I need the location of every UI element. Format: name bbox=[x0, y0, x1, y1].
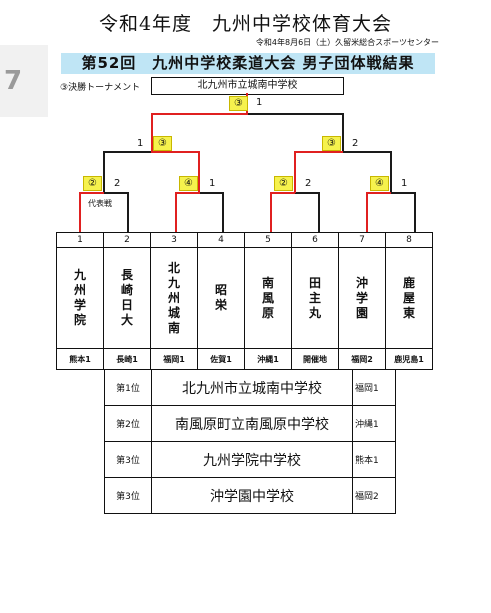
semi-right-team-b-score: 2 bbox=[352, 138, 359, 149]
semi-right-team-a-score: ③ bbox=[322, 136, 341, 151]
team-number: 3 bbox=[150, 232, 198, 248]
school-name: 九州学院中学校 bbox=[151, 441, 353, 478]
qf2-right-score: 1 bbox=[209, 178, 216, 189]
team-number: 5 bbox=[244, 232, 292, 248]
team-prefecture: 開催地 bbox=[291, 348, 339, 370]
team-prefecture: 福岡2 bbox=[338, 348, 386, 370]
team-number: 8 bbox=[385, 232, 433, 248]
team-number: 2 bbox=[103, 232, 151, 248]
team-name: 九州学院 bbox=[73, 268, 86, 327]
representative-match-note: 代表戦 bbox=[88, 199, 112, 208]
team-number: 1 bbox=[56, 232, 104, 248]
semi-left-team-a-score: 1 bbox=[137, 138, 144, 149]
team-name: 沖学園 bbox=[355, 275, 368, 320]
team-table: 1 2 3 4 5 6 7 8 九州学院 長崎日大 北九州城南 昭栄 南風原 田… bbox=[56, 232, 433, 370]
team-name: 昭栄 bbox=[214, 283, 227, 312]
page-tab bbox=[0, 45, 48, 117]
page-title: 令和4年度 九州中学校体育大会 bbox=[98, 13, 393, 35]
rank-label: 第1位 bbox=[104, 369, 152, 406]
ranking-row: 第3位 沖学園中学校 福岡2 bbox=[104, 477, 396, 514]
team-prefecture: 長崎1 bbox=[103, 348, 151, 370]
team-prefecture: 鹿児島1 bbox=[385, 348, 433, 370]
team-name: 田主丸 bbox=[308, 275, 321, 320]
school-name: 沖学園中学校 bbox=[151, 477, 353, 514]
school-prefecture: 福岡2 bbox=[352, 477, 396, 514]
qf1-left-score: ② bbox=[83, 176, 102, 191]
team-prefecture: 熊本1 bbox=[56, 348, 104, 370]
school-name: 南風原町立南風原中学校 bbox=[151, 405, 353, 442]
page-number: 7 bbox=[4, 66, 23, 96]
team-prefecture: 佐賀1 bbox=[197, 348, 245, 370]
event-dateline: 令和4年8月6日（土）久留米総合スポーツセンター bbox=[255, 38, 439, 47]
team-number: 6 bbox=[291, 232, 339, 248]
qf1-right-score: 2 bbox=[114, 178, 121, 189]
semi-left-team-b-score: ③ bbox=[153, 136, 172, 151]
team-name: 南風原 bbox=[261, 275, 274, 320]
team-prefecture: 福岡1 bbox=[150, 348, 198, 370]
school-prefecture: 福岡1 bbox=[352, 369, 396, 406]
rank-label: 第3位 bbox=[104, 477, 152, 514]
ranking-row: 第3位 九州学院中学校 熊本1 bbox=[104, 441, 396, 478]
rank-label: 第3位 bbox=[104, 441, 152, 478]
ranking-row: 第1位 北九州市立城南中学校 福岡1 bbox=[104, 369, 396, 406]
team-name: 北九州城南 bbox=[167, 260, 180, 335]
final-right-score: 1 bbox=[256, 97, 263, 108]
rank-label: 第2位 bbox=[104, 405, 152, 442]
final-left-score: ③ bbox=[229, 96, 248, 111]
school-prefecture: 沖縄1 bbox=[352, 405, 396, 442]
school-prefecture: 熊本1 bbox=[352, 441, 396, 478]
qf3-left-score: ② bbox=[274, 176, 293, 191]
qf4-left-score: ④ bbox=[370, 176, 389, 191]
qf3-right-score: 2 bbox=[305, 178, 312, 189]
school-name: 北九州市立城南中学校 bbox=[151, 369, 353, 406]
team-name: 鹿屋東 bbox=[402, 275, 415, 320]
qf4-right-score: 1 bbox=[401, 178, 408, 189]
results-banner: 第52回 九州中学校柔道大会 男子団体戦結果 bbox=[61, 53, 435, 74]
team-number: 4 bbox=[197, 232, 245, 248]
final-ranking-table: 第1位 北九州市立城南中学校 福岡1 第2位 南風原町立南風原中学校 沖縄1 第… bbox=[104, 369, 396, 514]
team-number: 7 bbox=[338, 232, 386, 248]
team-prefecture: 沖縄1 bbox=[244, 348, 292, 370]
ranking-row: 第2位 南風原町立南風原中学校 沖縄1 bbox=[104, 405, 396, 442]
team-name: 長崎日大 bbox=[120, 268, 133, 327]
tournament-subtitle: ③決勝トーナメント bbox=[60, 83, 141, 93]
qf2-left-score: ④ bbox=[179, 176, 198, 191]
